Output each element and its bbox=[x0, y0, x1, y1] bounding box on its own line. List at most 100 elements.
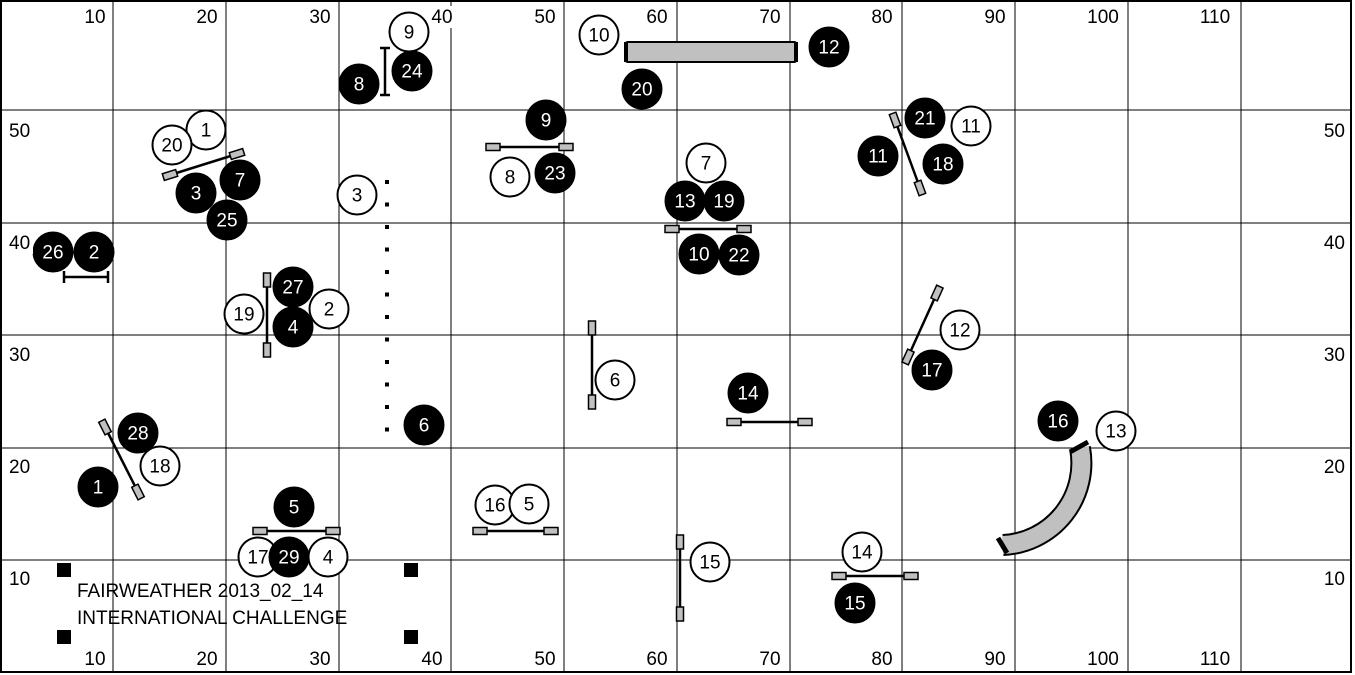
label-bg bbox=[1196, 6, 1234, 28]
marker-number: 1 bbox=[93, 478, 104, 499]
label-bg bbox=[7, 344, 33, 366]
jump-wing bbox=[736, 224, 752, 234]
marker-number: 13 bbox=[674, 192, 695, 213]
handler-marker: 6 bbox=[403, 404, 445, 446]
jump-wing bbox=[903, 571, 919, 581]
label-bg bbox=[1084, 6, 1122, 28]
marker-number: 5 bbox=[524, 495, 535, 516]
x-axis-top-label: 60 bbox=[646, 7, 667, 28]
label-bg bbox=[869, 6, 895, 28]
handler-marker: 4 bbox=[272, 306, 314, 348]
jump-wing bbox=[675, 534, 685, 550]
jump-wing bbox=[587, 320, 597, 336]
label-bg bbox=[7, 456, 33, 478]
marker-number: 3 bbox=[191, 184, 202, 205]
x-axis-bottom-label: 50 bbox=[534, 649, 555, 670]
label-bg bbox=[194, 6, 220, 28]
dog-path-marker: 15 bbox=[689, 541, 731, 583]
weave-pole bbox=[385, 292, 389, 297]
handler-marker: 10 bbox=[678, 233, 720, 275]
handler-marker: 2 bbox=[73, 231, 115, 273]
label-bg bbox=[869, 648, 895, 670]
jump-wing bbox=[675, 606, 685, 622]
marker-number: 24 bbox=[401, 62, 423, 83]
weave-pole bbox=[385, 247, 389, 252]
weave-pole bbox=[385, 225, 389, 229]
jump-obstacle bbox=[161, 147, 246, 182]
marker-number: 17 bbox=[921, 361, 942, 382]
handler-marker: 9 bbox=[525, 99, 567, 141]
jump-wing bbox=[913, 179, 927, 197]
y-axis-right-label: 10 bbox=[1324, 569, 1345, 590]
handler-marker: 24 bbox=[391, 50, 433, 92]
handler-marker: 15 bbox=[834, 582, 876, 624]
dog-path-marker: 12 bbox=[939, 309, 981, 351]
marker-number: 9 bbox=[541, 111, 552, 132]
handler-marker: 18 bbox=[922, 143, 964, 185]
marker-number: 23 bbox=[544, 164, 565, 185]
marker-number: 16 bbox=[484, 496, 505, 517]
dog-path-marker: 8 bbox=[489, 156, 531, 198]
weave-pole bbox=[385, 360, 389, 364]
marker-number: 16 bbox=[1047, 412, 1068, 433]
marker-number: 4 bbox=[323, 548, 334, 569]
dog-path-marker: 13 bbox=[1095, 410, 1137, 452]
handler-marker: 26 bbox=[32, 231, 74, 273]
jump-wing bbox=[472, 526, 488, 536]
weave-pole bbox=[385, 337, 389, 342]
corner-mark bbox=[404, 563, 418, 577]
dog-path-marker: 6 bbox=[594, 359, 636, 401]
jump-wing bbox=[485, 142, 501, 152]
x-axis-top-label: 70 bbox=[759, 7, 780, 28]
marker-number: 11 bbox=[961, 117, 981, 138]
label-bg bbox=[644, 648, 670, 670]
marker-number: 9 bbox=[404, 23, 415, 44]
dog-path-marker: 4 bbox=[307, 536, 349, 578]
bar-jump bbox=[380, 46, 390, 97]
handler-marker: 14 bbox=[727, 372, 769, 414]
label-bg bbox=[532, 6, 558, 28]
handler-marker: 8 bbox=[338, 63, 380, 105]
x-axis-top-label: 20 bbox=[196, 7, 217, 28]
y-axis-left-label: 20 bbox=[9, 457, 30, 478]
marker-number: 21 bbox=[914, 109, 935, 130]
marker-number: 14 bbox=[737, 384, 759, 405]
jump-wing bbox=[726, 417, 742, 427]
marker-number: 2 bbox=[89, 243, 100, 264]
label-bg bbox=[1319, 456, 1345, 478]
handler-marker: 3 bbox=[175, 172, 217, 214]
course-title: FAIRWEATHER 2013_02_14 bbox=[77, 581, 324, 602]
label-bg bbox=[7, 120, 33, 142]
jump-wing bbox=[161, 168, 179, 182]
handler-marker: 12 bbox=[808, 26, 850, 68]
handler-marker: 20 bbox=[621, 68, 663, 110]
jump-obstacle bbox=[831, 571, 919, 581]
straight-tunnel bbox=[624, 41, 798, 63]
handler-marker: 13 bbox=[664, 180, 706, 222]
jump-wing bbox=[262, 272, 272, 288]
marker-number: 20 bbox=[631, 80, 652, 101]
label-bg bbox=[1319, 120, 1345, 142]
label-bg bbox=[7, 568, 33, 590]
label-bg bbox=[1319, 344, 1345, 366]
y-axis-left-label: 30 bbox=[9, 345, 30, 366]
x-axis-bottom-label: 20 bbox=[196, 649, 217, 670]
x-axis-bottom-label: 80 bbox=[871, 649, 892, 670]
marker-number: 11 bbox=[868, 147, 888, 168]
jump-obstacle bbox=[900, 284, 945, 366]
weave-pole bbox=[385, 202, 389, 207]
jump-obstacle bbox=[675, 534, 685, 622]
marker-number: 10 bbox=[688, 245, 709, 266]
label-bg bbox=[1196, 648, 1234, 670]
jump-wing bbox=[831, 571, 847, 581]
jump-obstacle bbox=[472, 526, 559, 536]
dog-path-marker: 5 bbox=[508, 483, 550, 525]
label-bg bbox=[532, 648, 558, 670]
jump-wing bbox=[888, 111, 902, 129]
weave-pole bbox=[385, 405, 389, 409]
marker-number: 29 bbox=[278, 548, 299, 569]
